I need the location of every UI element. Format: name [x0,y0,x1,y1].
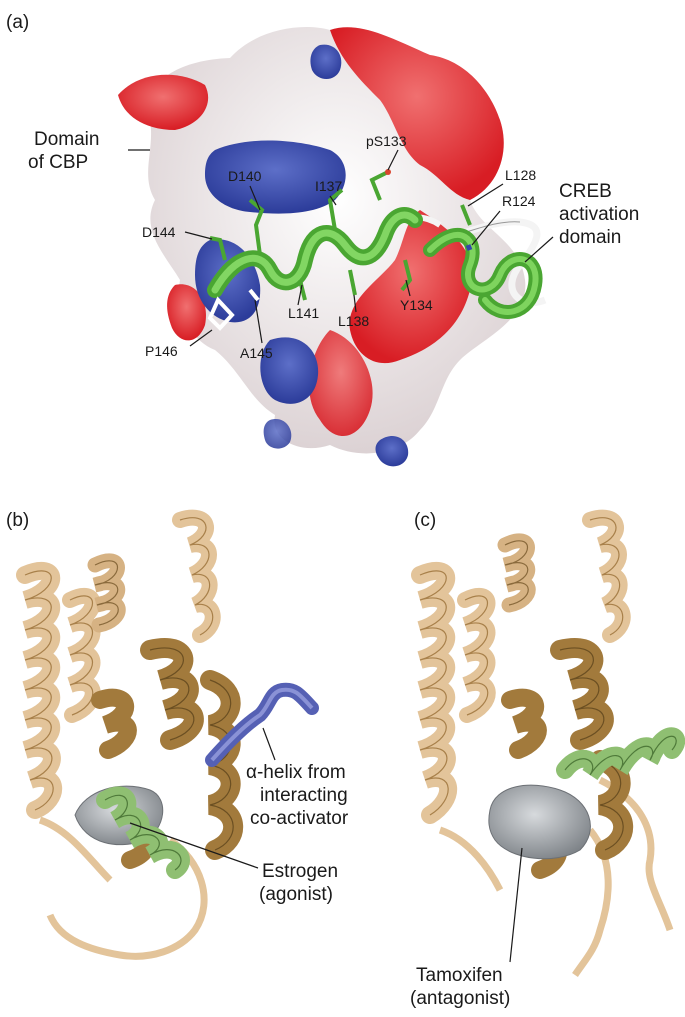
residue-label: A145 [240,345,273,361]
panel-a-label: (a) [6,12,29,33]
creb-label-line1: CREB [559,181,612,202]
coactivator-leader-line [262,727,276,761]
cbp-domain-label-line1: Domain [34,129,99,150]
residue-label: D140 [228,168,262,184]
creb-label-line3: domain [559,227,621,248]
cbp-domain-label-line2: of CBP [28,152,88,173]
estrogen-leader-line [129,822,259,869]
estrogen-label-line2: (agonist) [259,884,333,905]
residue-label: P146 [145,343,178,359]
tamoxifen-label-line2: (antagonist) [410,988,510,1009]
panel-c-label: (c) [414,510,436,531]
tamoxifen-leader-line [509,847,523,963]
residue-labels: pS133 L128 R124 D140 I137 D144 L141 L138… [142,133,536,361]
cbp-electrostatic-surface [118,27,526,467]
residue-label: D144 [142,224,176,240]
creb-leader-line [524,236,554,263]
residue-label: R124 [502,193,536,209]
tamoxifen-label-line1: Tamoxifen [416,965,503,986]
residue-label: L128 [505,167,536,183]
panel-b-label: (b) [6,510,29,531]
creb-label-line2: activation [559,204,639,225]
receptor-ribbon-antagonist [411,509,685,977]
coactivator-label-line3: co-activator [250,808,349,829]
residue-label: Y134 [400,297,433,313]
creb-helix-ribbon [207,169,547,331]
coactivator-label-line2: interacting [260,785,348,806]
residue-label: L141 [288,305,319,321]
residue-label: I137 [315,178,342,194]
receptor-ribbon-agonist [16,509,319,960]
residue-label: L138 [338,313,369,329]
estrogen-label-line1: Estrogen [262,861,338,882]
residue-label: pS133 [366,133,407,149]
coactivator-label-line1: α-helix from [246,762,346,783]
